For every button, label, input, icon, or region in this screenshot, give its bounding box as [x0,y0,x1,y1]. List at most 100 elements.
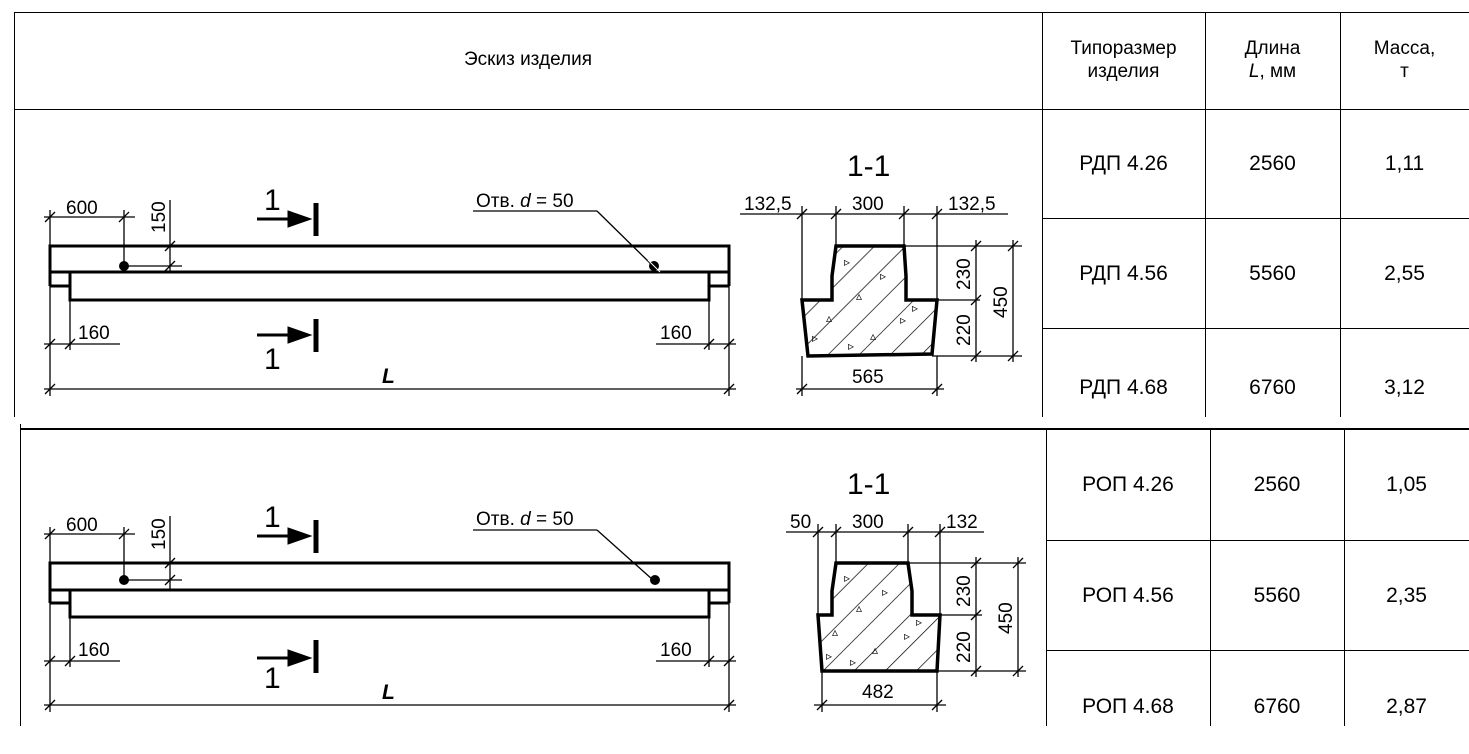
table-row-type: РДП 4.56 [1079,261,1168,285]
col-divider-length-lower [1344,428,1345,726]
dim-450: 450 [996,602,1017,634]
svg-text:▵: ▵ [872,643,878,657]
cross-section-dims-rdp [740,206,1022,396]
row-divider-2 [1042,328,1469,329]
dim-220: 220 [954,631,975,663]
hole-markers-rdp [119,259,661,273]
section-mark-bottom: 1 [264,343,281,376]
row-divider-4 [1046,540,1469,541]
svg-text:▵: ▵ [826,311,832,325]
svg-text:▹: ▹ [850,655,856,669]
svg-text:▵: ▵ [856,601,862,615]
dim-top-width: 300 [852,512,884,533]
header-divider [14,109,1469,110]
hole-label: Отв. d = 50 [476,509,574,530]
length-label: L [382,681,395,704]
svg-text:▹: ▹ [826,649,832,663]
svg-text:▹: ▹ [912,301,918,315]
section-title: 1-1 [847,468,890,501]
header-length-line1: Длина [1244,37,1301,59]
table-row-length: 5560 [1249,261,1296,285]
dim-230: 230 [954,575,975,607]
header-length-line2: L, мм [1249,61,1296,84]
svg-text:▹: ▹ [882,585,888,599]
table-row-type: РДП 4.26 [1079,152,1168,176]
beam-elevation-rdp [48,244,731,302]
table-row-type: РОП 4.56 [1082,583,1174,607]
dim-bottom: 565 [852,367,884,388]
table-row-type: РОП 4.26 [1082,473,1174,497]
hole-label: Отв. d = 50 [476,191,574,212]
section-arrows-rdp [257,203,319,352]
svg-text:▹: ▹ [848,339,854,353]
table-row-mass: 2,87 [1386,695,1427,719]
dim-160-left: 160 [78,323,110,344]
svg-text:▹: ▹ [900,313,906,327]
col-divider-type-lower [1210,428,1211,726]
svg-text:▹: ▹ [812,331,818,345]
hole-markers-rop [119,575,660,585]
hole-label-value: = 50 [531,509,574,530]
svg-text:▹: ▹ [844,571,850,585]
section-mark-bottom: 1 [264,662,281,695]
header-length-unit: , мм [1259,60,1297,82]
dimension-lines-rop [44,516,736,712]
dimension-lines-rdp [44,200,736,396]
dim-600: 600 [66,515,98,536]
cross-section-dims-rop [786,524,1026,712]
dim-bottom: 482 [862,682,894,703]
table-row-mass: 2,55 [1384,261,1425,285]
col-divider-length [1340,12,1341,417]
table-row-length: 5560 [1253,583,1301,607]
table-row-mass: 3,12 [1384,376,1425,400]
table-row-length: 2560 [1253,473,1301,497]
header-type-line2: изделия [1087,60,1160,82]
cross-section-rdp: ▹▹▵ ▹▵▵ ▹▹▹ [800,244,939,358]
table-row-mass: 2,35 [1386,583,1427,607]
header-sketch: Эскиз изделия [464,49,592,71]
header-length-var: L [1248,60,1260,82]
dim-left-ledge: 50 [790,512,811,533]
svg-text:▹: ▹ [844,255,850,269]
beam-elevation-rop [48,561,731,619]
svg-text:▹: ▹ [880,269,886,283]
hole-label-prefix: Отв. [476,191,520,212]
table-row-length: 6760 [1249,376,1296,400]
dim-160-left: 160 [78,640,110,661]
section-mark-top: 1 [264,184,281,217]
dim-top-width: 300 [852,194,884,215]
dim-right-ledge: 132,5 [948,194,996,215]
table-border-left [14,12,15,417]
dim-450: 450 [991,286,1012,318]
section-arrows-rop [257,520,319,673]
svg-text:▵: ▵ [832,625,838,639]
row-divider-5 [1046,650,1469,651]
svg-text:▹: ▹ [904,629,910,643]
dim-150: 150 [149,201,170,233]
header-mass: Масса, т [1340,12,1469,109]
table-row-length: 2560 [1249,152,1296,176]
table-border-top [14,12,1469,13]
dim-right-ledge: 132 [946,512,978,533]
section-title: 1-1 [847,150,890,183]
table-border-left-lower [20,424,21,726]
header-type: Типоразмер изделия [1042,12,1205,109]
hole-label-value: = 50 [531,191,574,212]
header-length: Длина L, мм [1205,12,1340,109]
table-row-type: РОП 4.68 [1082,695,1174,719]
group-divider [20,428,1469,430]
dim-160-right: 160 [660,640,692,661]
header-mass-line1: Масса, [1373,37,1436,59]
table-row-type: РДП 4.68 [1079,376,1168,400]
hole-label-prefix: Отв. [476,509,520,530]
svg-text:▹: ▹ [916,615,922,629]
dim-150: 150 [149,518,170,550]
length-label: L [382,365,395,388]
header-mass-line2: т [1400,60,1409,82]
cross-section-rop: ▹▹▵ ▹▵▵ ▹▹▹ [816,561,942,673]
svg-text:▵: ▵ [870,329,876,343]
dim-600: 600 [66,198,98,219]
row-divider-1 [1042,218,1469,219]
col-divider-sketch [1042,12,1043,417]
dim-left-ledge: 132,5 [744,194,792,215]
